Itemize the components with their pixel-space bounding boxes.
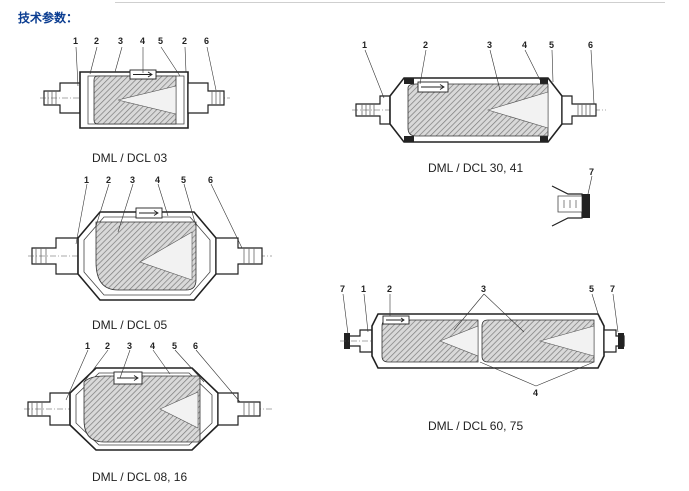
callout-number: 4 [533, 388, 538, 398]
caption-dml-dcl-03: DML / DCL 03 [92, 151, 168, 165]
callout-number: 6 [588, 40, 593, 50]
callout-number: 6 [204, 36, 209, 46]
callout-number: 1 [84, 175, 89, 185]
callout-number: 3 [127, 341, 132, 351]
drawing-detail-7: 7 [551, 167, 594, 227]
callout-number: 4 [140, 36, 145, 46]
header: 技术参数： [0, 0, 689, 30]
callout-number: 3 [130, 175, 135, 185]
drawing-dml-dcl-05: 1 2 3 4 5 6 [28, 175, 272, 301]
callout-number: 7 [610, 284, 615, 294]
callout-number: 5 [549, 40, 554, 50]
callout-number: 2 [94, 36, 99, 46]
header-divider [115, 2, 665, 3]
callout-number: 7 [589, 167, 594, 177]
callout-number: 1 [362, 40, 367, 50]
callout-number: 2 [182, 36, 187, 46]
callout-number: 5 [158, 36, 163, 46]
callout-number: 2 [105, 341, 110, 351]
page-title: 技术参数： [18, 11, 79, 25]
caption-dml-dcl-60-75: DML / DCL 60, 75 [428, 419, 524, 433]
callout-number: 2 [423, 40, 428, 50]
caption-dml-dcl-08-16: DML / DCL 08, 16 [92, 470, 188, 484]
callout-number: 7 [340, 284, 345, 294]
callout-number: 4 [522, 40, 527, 50]
callout-number: 6 [193, 341, 198, 351]
callout-number: 2 [387, 284, 392, 294]
callout-number: 5 [172, 341, 177, 351]
callout-number: 4 [155, 175, 160, 185]
callout-number: 6 [208, 175, 213, 185]
callout-number: 1 [85, 341, 90, 351]
callout-number: 4 [150, 341, 155, 351]
drawing-dml-dcl-08-16: 1 2 3 4 5 6 [24, 341, 272, 451]
drawing-dml-dcl-30-41: 1 2 3 4 5 6 [352, 40, 606, 143]
callout-number: 3 [487, 40, 492, 50]
caption-dml-dcl-30-41: DML / DCL 30, 41 [428, 161, 524, 175]
callout-number: 3 [118, 36, 123, 46]
caption-dml-dcl-05: DML / DCL 05 [92, 318, 168, 332]
drawing-dml-dcl-60-75: 7 1 2 3 5 7 4 [340, 284, 626, 398]
callout-number: 1 [73, 36, 78, 46]
callout-number: 2 [106, 175, 111, 185]
callout-number: 5 [181, 175, 186, 185]
callout-number: 1 [361, 284, 366, 294]
callout-number: 3 [481, 284, 486, 294]
drawing-dml-dcl-03: 1 2 3 4 5 2 6 [40, 36, 230, 129]
callout-number: 5 [589, 284, 594, 294]
